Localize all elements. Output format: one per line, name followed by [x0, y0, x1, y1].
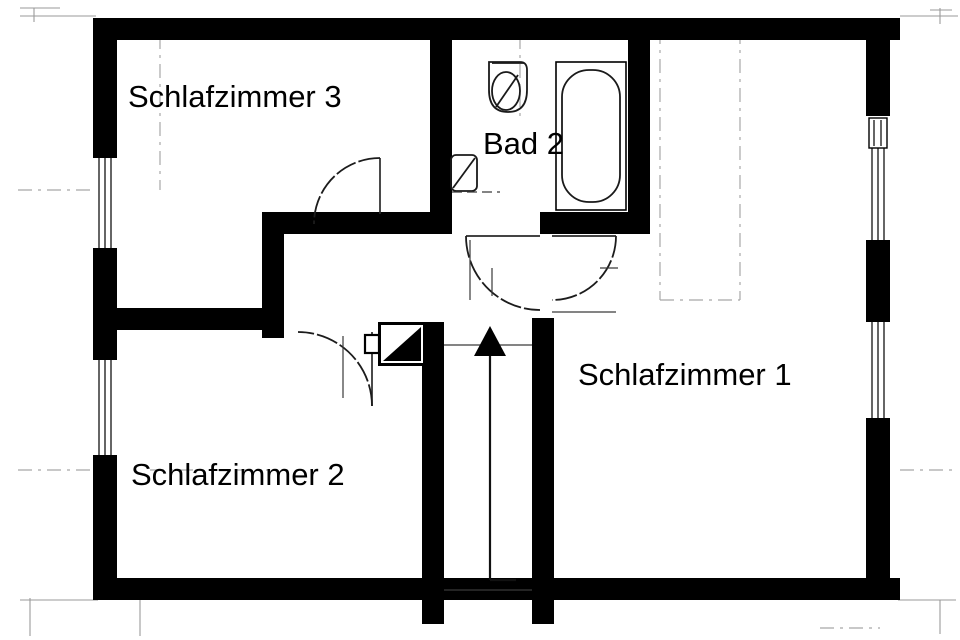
door-schlafzimmer-3[interactable]: [313, 157, 381, 225]
bathtub-icon: [555, 61, 627, 211]
window-right-upper: [868, 116, 888, 240]
door-bad-2[interactable]: [465, 235, 541, 311]
wc-toilet-icon: [488, 61, 528, 113]
wash-basin-icon: [450, 154, 500, 193]
room-label-schlafzimmer-1: Schlafzimmer 1: [578, 357, 792, 392]
door-schlafzimmer-1[interactable]: [551, 235, 618, 313]
stair-up-arrow-icon: [474, 326, 506, 356]
exterior-walls: [93, 18, 900, 600]
room-label-bad-2: Bad 2: [483, 126, 564, 161]
room-label-schlafzimmer-3: Schlafzimmer 3: [128, 79, 342, 114]
staircase: [444, 326, 532, 591]
chimney-flue-icon: [363, 322, 426, 366]
window-right-lower: [868, 322, 888, 418]
interior-walls: [110, 18, 650, 624]
window-left-lower: [95, 360, 115, 455]
room-label-schlafzimmer-2: Schlafzimmer 2: [131, 457, 345, 492]
window-left-upper: [95, 158, 115, 248]
